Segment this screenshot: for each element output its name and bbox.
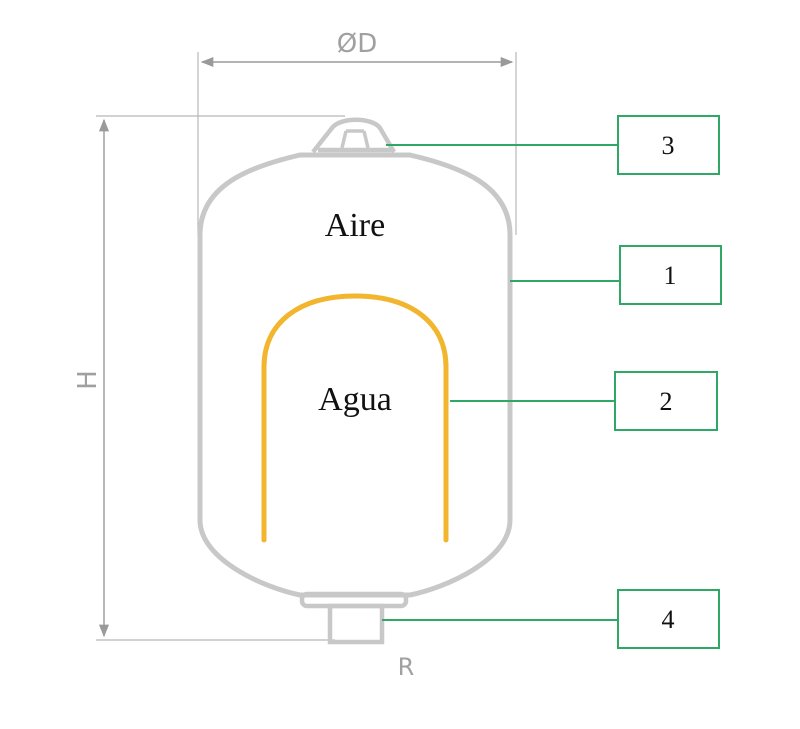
- membrane-bladder: [261, 293, 449, 543]
- callout-number-2: 2: [660, 387, 673, 416]
- callout-box-3: 3: [617, 115, 720, 175]
- valve-inner: [340, 129, 370, 149]
- callout-number-3: 3: [662, 131, 675, 160]
- diameter-label: ØD: [337, 29, 378, 59]
- connection-label: R: [398, 653, 415, 681]
- valve-cap: [311, 117, 396, 154]
- water-zone-label: Agua: [318, 381, 392, 418]
- callout-lines: [382, 144, 620, 621]
- air-zone-label: Aire: [325, 207, 385, 244]
- tank: [197, 117, 513, 645]
- callout-number-4: 4: [662, 605, 675, 634]
- tank-shell: [197, 152, 513, 598]
- diameter-dimension: ØD: [197, 29, 517, 235]
- callout-number-1: 1: [664, 261, 677, 290]
- callout-box-4: 4: [617, 589, 720, 649]
- callout-box-1: 1: [619, 245, 722, 305]
- height-dimension: H: [73, 115, 345, 641]
- height-label: H: [73, 370, 103, 390]
- connection-pipe: [327, 603, 385, 645]
- callout-box-2: 2: [614, 371, 718, 431]
